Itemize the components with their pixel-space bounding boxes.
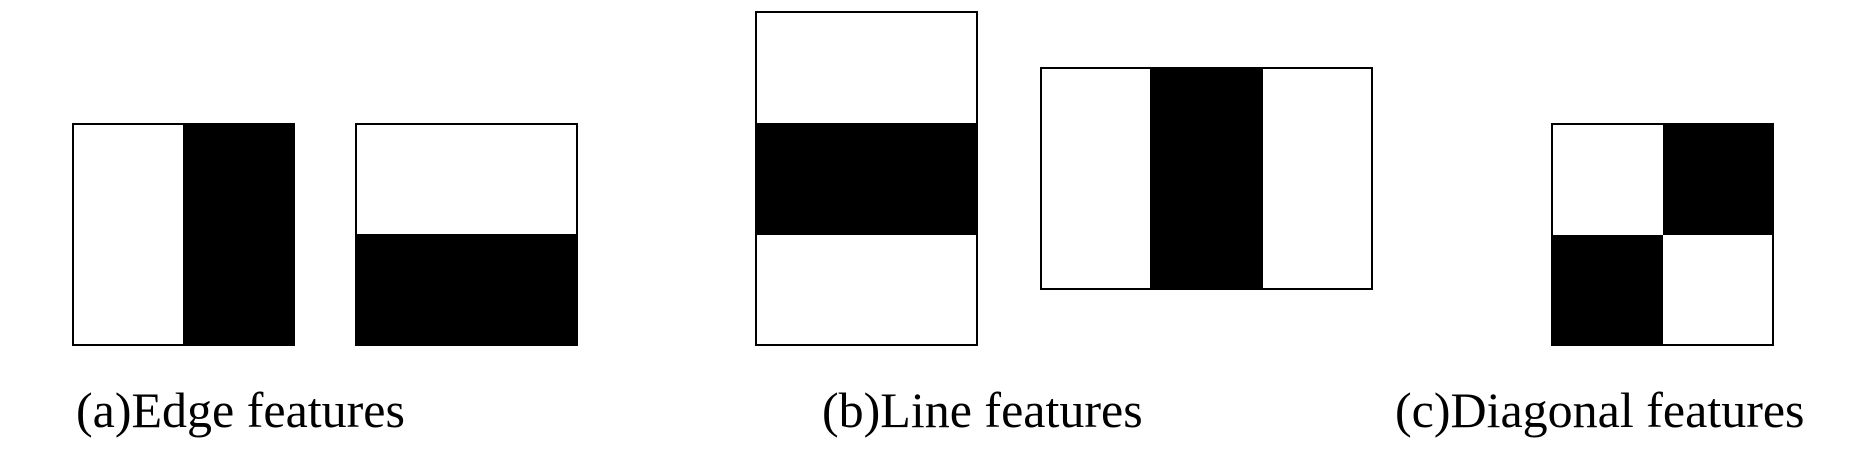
line-features-caption: (b)Line features [822, 382, 1143, 438]
edge-feature-vertical [72, 123, 295, 346]
diagonal-features-caption: (c)Diagonal features [1395, 382, 1805, 438]
edge-feature-horizontal [355, 123, 578, 346]
line-feature-vertical-dark-band [1150, 69, 1263, 288]
line-feature-vertical [1040, 67, 1373, 290]
edge-feature-vertical-dark-half [183, 125, 293, 344]
diagonal-feature-dark-bottom-left [1553, 235, 1663, 344]
line-feature-horizontal-dark-band [757, 123, 976, 235]
line-feature-horizontal [755, 11, 978, 346]
edge-feature-horizontal-dark-half [357, 234, 576, 344]
edge-features-caption: (a)Edge features [76, 382, 405, 438]
diagonal-feature-dark-top-right [1663, 125, 1772, 235]
diagonal-feature [1551, 123, 1774, 346]
